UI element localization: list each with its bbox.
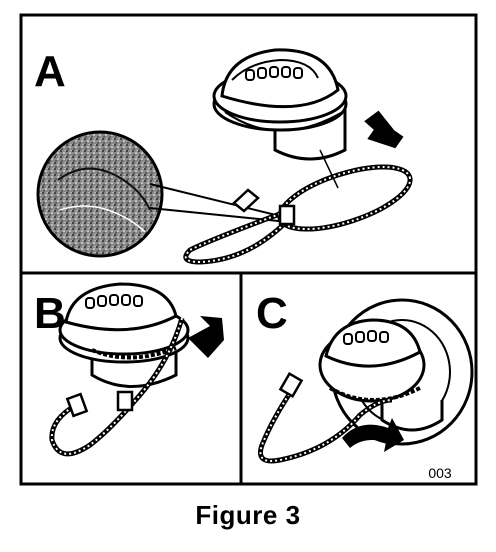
panel-c-label: C [256,289,288,338]
panel-a-label: A [34,47,66,96]
fuel-cap-c [318,298,474,446]
panel-b: B [34,282,224,457]
tether-c [258,371,393,464]
cap-ridges-b [85,294,143,309]
figure-caption: Figure 3 [195,500,301,530]
rotate-arrow-c [342,418,404,452]
cap-ridges-c [343,330,389,345]
fuel-cap-b [58,282,190,388]
push-arrow-b [188,316,224,358]
cap-ridges [245,66,303,81]
tether-a [183,149,413,265]
panel-a: A [34,47,413,265]
fuel-cap-a [212,48,348,161]
figure-code: 003 [428,465,452,481]
panel-c: C 003 [256,289,474,481]
tether-b [49,317,185,457]
push-arrow-a [364,110,404,149]
outer-frame [19,13,478,486]
